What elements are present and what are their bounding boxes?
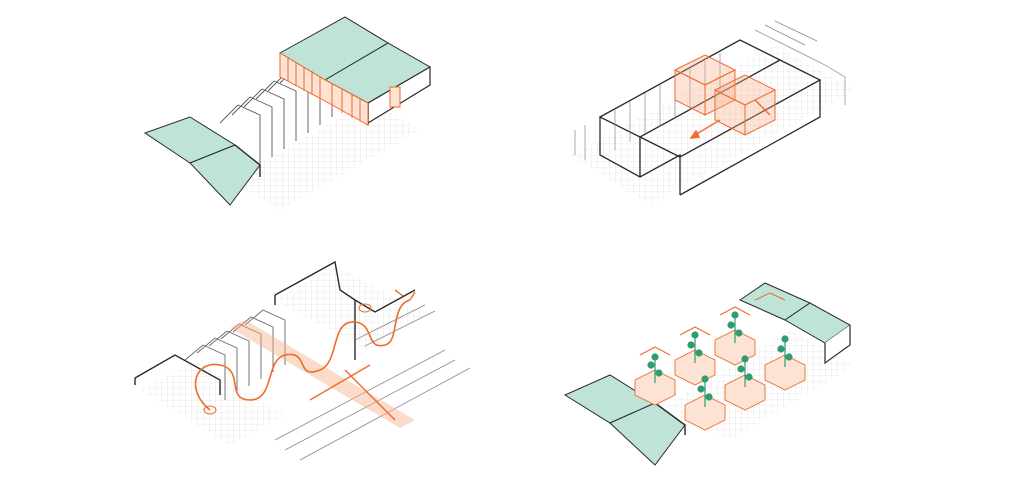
orange-corridor <box>230 320 415 428</box>
interior-modules <box>673 54 777 136</box>
plants <box>647 311 793 407</box>
warehouse-roof-isometric <box>120 5 450 220</box>
portal-frames <box>184 309 286 400</box>
route-markers <box>203 303 372 415</box>
canopy-frames <box>639 292 786 356</box>
street-lines <box>274 304 471 461</box>
box-frame-icon <box>570 20 855 205</box>
route-arrows <box>309 289 416 421</box>
left-green-roof <box>143 116 261 206</box>
ground-grid <box>140 360 285 445</box>
orange-facade <box>279 52 401 126</box>
hall-wireframe <box>598 39 822 196</box>
route-path <box>194 299 411 411</box>
ground-grid <box>275 265 425 350</box>
plant-icon <box>563 282 855 466</box>
interior-module-isometric <box>555 5 865 220</box>
ground-grid <box>230 100 420 210</box>
route-arrow-icon <box>134 260 471 461</box>
circulation-route-isometric <box>125 250 475 485</box>
planters <box>634 329 806 431</box>
module-arrows <box>689 99 771 139</box>
right-green-roof <box>738 282 851 365</box>
buildings <box>134 260 416 395</box>
garden-planter-isometric <box>555 255 865 485</box>
roof-frame-icon <box>143 16 432 210</box>
hall-thin-lines <box>574 20 846 160</box>
